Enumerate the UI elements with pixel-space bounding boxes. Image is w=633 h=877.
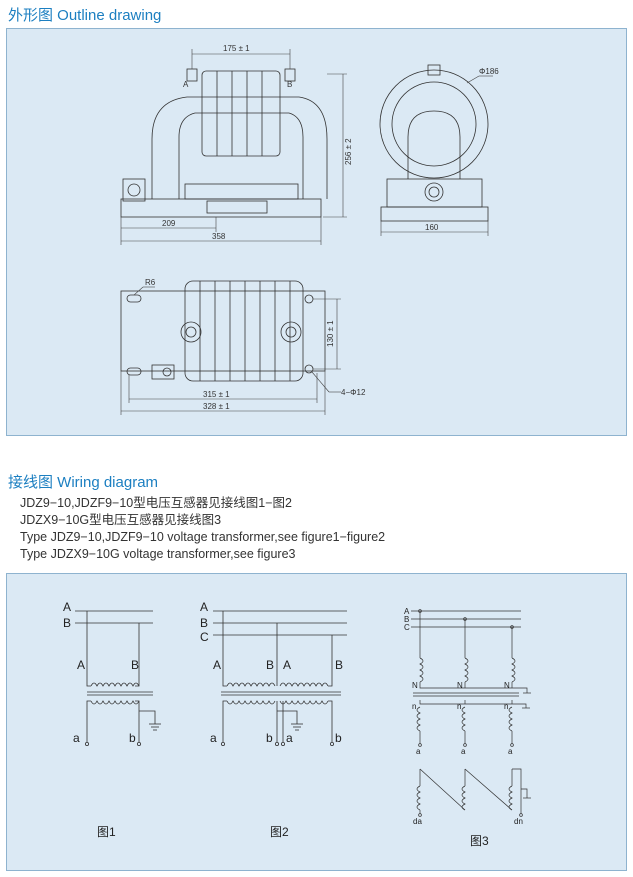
fig2-primary-label: B (335, 658, 343, 672)
wiring-diagram-panel: A B A B a b 图1 (6, 573, 627, 871)
dim-holes: 4−Φ12 (341, 388, 366, 397)
fig3-residual-label: da (413, 817, 422, 826)
fig3-residual-label: dn (514, 817, 523, 826)
dim-plan-a: 315 ± 1 (203, 390, 230, 399)
fig3-sec-a-label: a (416, 747, 421, 756)
fig1-secondary-label: a (73, 731, 80, 745)
fig3-sec-a-label: a (508, 747, 513, 756)
fig2-bus-label: A (200, 600, 208, 614)
fig2-secondary-label: b (266, 731, 273, 745)
front-insulator-ribs (201, 70, 281, 157)
outline-drawing-panel: 175 ± 1 256 ± 2 209 358 Φ186 160 R6 130 … (6, 28, 627, 436)
fig3-neutral-label: N (412, 681, 418, 690)
dim-base-b: 358 (212, 232, 226, 241)
fig2-caption: 图2 (270, 825, 289, 839)
fig1-bus-label: B (63, 616, 71, 630)
fig3-bus-label: C (404, 623, 410, 632)
fig3-caption: 图3 (470, 834, 489, 848)
front-body-outline (151, 96, 328, 199)
wiring-desc-line: JDZX9−10G型电压互感器见接线图3 (20, 513, 222, 527)
fig2-secondary-label: a (286, 731, 293, 745)
wiring-desc-line: Type JDZX9−10G voltage transformer,see f… (20, 547, 296, 561)
figure-3 (411, 609, 531, 817)
fig3-neutral-label: N (457, 681, 463, 690)
fig3-bus-label: B (404, 615, 409, 624)
outline-drawing: 175 ± 1 256 ± 2 209 358 Φ186 160 R6 130 … (120, 44, 499, 415)
fig1-secondary-label: b (129, 731, 136, 745)
fig3-sec-a-label: a (461, 747, 466, 756)
fig2-bus-label: B (200, 616, 208, 630)
fig1-primary-label: A (77, 658, 85, 672)
outline-section-title: 外形图 Outline drawing (8, 7, 162, 24)
wiring-section-title: 接线图 Wiring diagram (8, 474, 159, 491)
plan-view-base (120, 290, 326, 372)
fig2-primary-label: A (213, 658, 221, 672)
fig1-primary-label: B (131, 658, 139, 672)
terminal-a-stud (186, 68, 198, 82)
fig2-primary-label: B (266, 658, 274, 672)
fig1-bus-label: A (63, 600, 71, 614)
front-base-plate (120, 198, 322, 218)
fig3-sec-n-label: n (504, 702, 508, 711)
fig2-bus-label: C (200, 630, 209, 644)
plan-view-body (184, 280, 304, 382)
terminal-a-label: A (183, 80, 189, 89)
fig2-secondary-label: b (335, 731, 342, 745)
wiring-desc-line: JDZ9−10,JDZF9−10型电压互感器见接线图1−图2 (20, 496, 292, 510)
wiring-desc-line: Type JDZ9−10,JDZF9−10 voltage transforme… (20, 530, 386, 544)
fig3-sec-n-label: n (412, 702, 416, 711)
dim-radius: R6 (145, 278, 156, 287)
front-ground-boss (122, 178, 146, 202)
dim-width-top: 175 ± 1 (223, 44, 250, 53)
dim-span: 130 ± 1 (326, 320, 335, 347)
wiring-diagrams: A B A B a b 图1 (63, 600, 531, 848)
dim-base-a: 209 (162, 219, 176, 228)
dim-height: 256 ± 2 (344, 138, 353, 165)
fig3-neutral-label: N (504, 681, 510, 690)
dim-plan-b: 328 ± 1 (203, 402, 230, 411)
side-view-ring (379, 69, 489, 179)
fig3-sec-n-label: n (457, 702, 461, 711)
fig2-primary-label: A (283, 658, 291, 672)
dim-side-width: 160 (425, 223, 439, 232)
figure-2 (213, 610, 347, 746)
fig1-caption: 图1 (97, 825, 116, 839)
figure-1 (75, 610, 161, 746)
dim-diameter: Φ186 (479, 67, 499, 76)
fig3-bus-label: A (404, 607, 410, 616)
wiring-description: JDZ9−10,JDZF9−10型电压互感器见接线图1−图2 JDZX9−10G… (20, 495, 385, 563)
terminal-b-label: B (287, 80, 292, 89)
fig2-secondary-label: a (210, 731, 217, 745)
